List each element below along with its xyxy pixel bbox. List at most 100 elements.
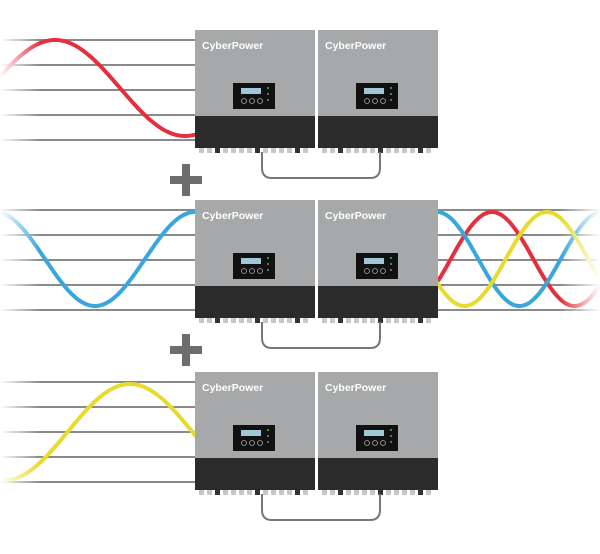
connector-port <box>295 318 300 323</box>
connector-port <box>330 490 335 495</box>
connector-port <box>418 318 423 323</box>
connector-port <box>271 318 276 323</box>
lcd-display-panel <box>356 83 398 109</box>
status-led <box>267 263 269 265</box>
connector-port <box>271 490 276 495</box>
plus-icon <box>170 334 202 366</box>
left-fade <box>0 20 40 500</box>
status-led <box>390 441 392 443</box>
status-led <box>390 93 392 95</box>
control-button <box>364 440 370 446</box>
connector-port <box>418 148 423 153</box>
connector-port <box>215 318 220 323</box>
connector-port <box>346 490 351 495</box>
connector-port <box>263 148 268 153</box>
inverter-bottom-panel <box>195 458 315 490</box>
connector-port <box>303 318 308 323</box>
inverter-bottom-panel <box>318 458 438 490</box>
status-led <box>390 435 392 437</box>
connector-port <box>287 148 292 153</box>
connector-port <box>346 148 351 153</box>
connector-port <box>354 490 359 495</box>
connector-port <box>247 490 252 495</box>
connector-port <box>279 318 284 323</box>
inverter-unit: CyberPower <box>195 372 315 495</box>
connector-port <box>303 148 308 153</box>
connector-port <box>338 490 343 495</box>
connector-port <box>370 318 375 323</box>
connector-port <box>295 148 300 153</box>
status-led <box>267 93 269 95</box>
status-led <box>267 99 269 101</box>
connector-port <box>410 148 415 153</box>
connector-port <box>223 148 228 153</box>
status-led <box>267 441 269 443</box>
lcd-display-panel <box>356 253 398 279</box>
control-button <box>257 268 263 274</box>
control-button <box>372 98 378 104</box>
connector-port <box>410 490 415 495</box>
parallel-cable <box>261 322 381 349</box>
lcd-display-panel <box>233 425 275 451</box>
connector-port <box>247 318 252 323</box>
connector-port <box>199 318 204 323</box>
control-button <box>241 98 247 104</box>
lcd-screen <box>364 88 384 94</box>
connector-port <box>330 318 335 323</box>
connector-port <box>370 490 375 495</box>
control-button <box>241 440 247 446</box>
lcd-screen <box>364 258 384 264</box>
control-button <box>249 440 255 446</box>
control-button <box>380 440 386 446</box>
brand-logo: CyberPower <box>202 382 263 394</box>
connector-port <box>426 148 431 153</box>
connector-port <box>199 148 204 153</box>
connector-port <box>378 490 383 495</box>
status-led <box>390 257 392 259</box>
connector-port <box>239 318 244 323</box>
connector-port <box>394 148 399 153</box>
lcd-display-panel <box>233 83 275 109</box>
status-led <box>267 435 269 437</box>
connector-port <box>362 490 367 495</box>
connector-port <box>394 318 399 323</box>
connector-port <box>378 148 383 153</box>
inverter-bottom-panel <box>195 116 315 148</box>
connector-port <box>303 490 308 495</box>
connector-port <box>215 148 220 153</box>
right-fade <box>560 200 600 320</box>
connector-port <box>322 148 327 153</box>
control-button <box>364 268 370 274</box>
connector-port <box>215 490 220 495</box>
status-led <box>267 257 269 259</box>
connector-port <box>362 148 367 153</box>
control-button <box>249 268 255 274</box>
status-led <box>390 87 392 89</box>
connector-port <box>247 148 252 153</box>
control-button <box>380 98 386 104</box>
connector-port <box>330 148 335 153</box>
connector-port <box>386 490 391 495</box>
lcd-screen <box>241 258 261 264</box>
connector-port <box>322 490 327 495</box>
inverter-bottom-panel <box>318 286 438 318</box>
connector-port <box>255 318 260 323</box>
control-button <box>249 98 255 104</box>
connector-port <box>354 148 359 153</box>
inverter-bottom-panel <box>195 286 315 318</box>
status-led <box>390 429 392 431</box>
connector-port <box>338 318 343 323</box>
connector-port <box>402 318 407 323</box>
brand-logo: CyberPower <box>325 210 386 222</box>
connector-port <box>295 490 300 495</box>
lcd-screen <box>364 430 384 436</box>
parallel-cable <box>261 494 381 521</box>
inverter-unit: CyberPower <box>318 30 438 153</box>
control-button <box>372 440 378 446</box>
connector-port <box>378 318 383 323</box>
parallel-cable <box>261 152 381 179</box>
connector-port <box>354 318 359 323</box>
connector-port <box>346 318 351 323</box>
connector-port <box>223 490 228 495</box>
